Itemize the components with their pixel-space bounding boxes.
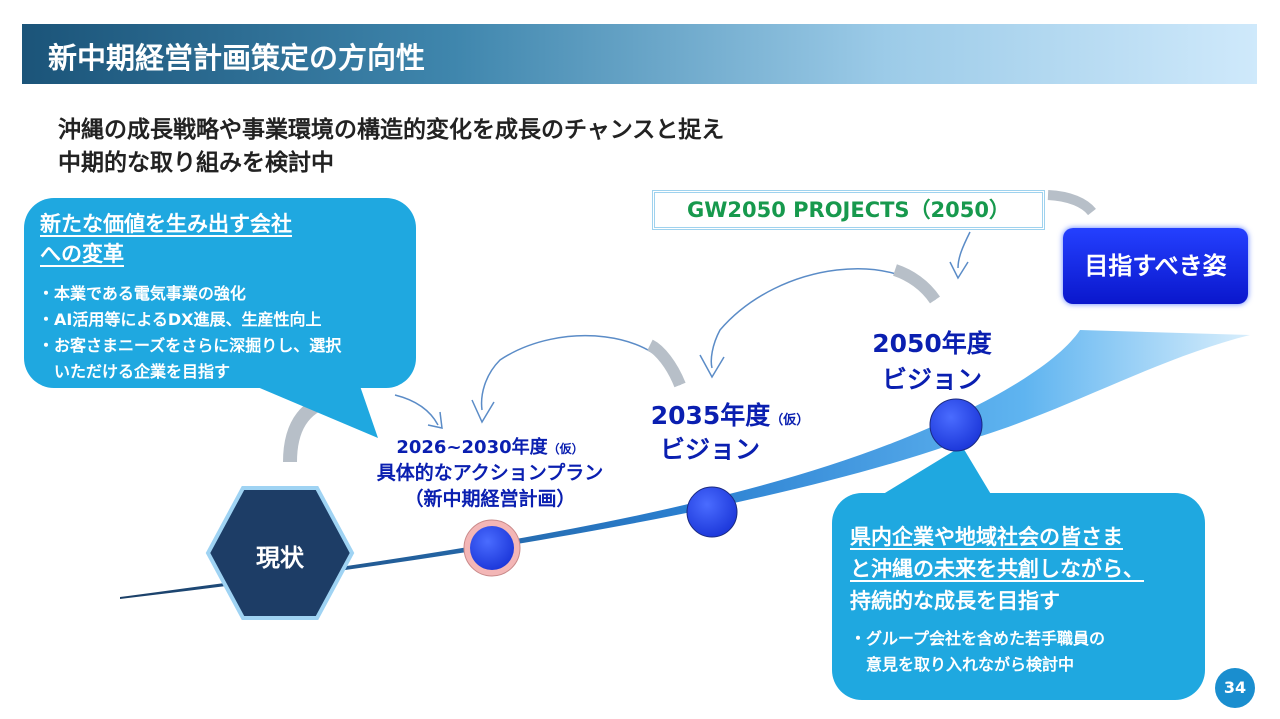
right-bubble-tail xyxy=(880,446,992,496)
plan-label-line3: （新中期経営計画） xyxy=(404,488,576,510)
v2035-label-line1: 2035年度（仮） xyxy=(620,396,840,432)
right-callout-bubble: 県内企業や地域社会の皆さま と沖縄の未来を共創しながら、 持続的な成長を目指す … xyxy=(832,493,1205,700)
left-bullet-4: いただける企業を目指す xyxy=(38,362,231,381)
current-state-hexagon xyxy=(205,486,355,620)
subtitle-line-1: 沖縄の成長戦略や事業環境の構造的変化を成長のチャンスと捉え xyxy=(58,117,725,143)
current-state-label: 現状 xyxy=(256,544,304,572)
plan-note: （仮） xyxy=(547,442,584,456)
page-title: 新中期経営計画策定の方向性 xyxy=(48,41,426,75)
goal-box: 目指すべき姿 xyxy=(1063,228,1248,304)
curved-arrow-icon xyxy=(1047,190,1096,216)
right-bullet-1: ・グループ会社を含めた若手職員の xyxy=(850,629,1106,648)
right-headline-1: 県内企業や地域社会の皆さま xyxy=(850,525,1123,549)
left-bullet-1: ・本業である電気事業の強化 xyxy=(38,284,246,303)
right-headline-3: 持続的な成長を目指す xyxy=(850,589,1060,613)
page-number: 34 xyxy=(1215,668,1255,708)
curved-arrow-icon xyxy=(892,264,940,304)
left-headline-2: への変革 xyxy=(40,242,124,266)
title-bar: 新中期経営計画策定の方向性 xyxy=(22,24,1257,84)
v2050-label-line2: ビジョン xyxy=(881,365,982,394)
plan-label-line1: 2026~2030年度（仮） xyxy=(340,433,640,459)
left-bullet-3: ・お客さまニーズをさらに深掘りし、選択 xyxy=(38,336,342,355)
plan-label-line2: 具体的なアクションプラン xyxy=(376,462,604,484)
left-callout-bubble: 新たな価値を生み出す会社 への変革 ・本業である電気事業の強化 ・AI活用等によ… xyxy=(24,198,416,388)
left-headline-1: 新たな価値を生み出す会社 xyxy=(40,212,292,236)
milestone-dot-2050 xyxy=(929,398,983,452)
milestone-dot-2035 xyxy=(686,486,738,538)
v2035-year: 2035年度 xyxy=(650,401,771,430)
curved-arrow-icon xyxy=(394,394,443,429)
v2035-note: （仮） xyxy=(770,413,810,428)
curved-arrow-icon xyxy=(949,231,971,280)
growth-curve xyxy=(120,330,1250,599)
left-bullet-2: ・AI活用等によるDX進展、生産性向上 xyxy=(38,310,322,329)
v2050-label-line1: 2050年度 xyxy=(872,329,992,358)
left-bubble-tail xyxy=(255,386,378,438)
curved-arrow-icon xyxy=(646,339,686,388)
milestone-dot-plan-inner xyxy=(470,526,514,570)
gw2050-projects-box: GW2050 PROJECTS（2050） xyxy=(652,190,1045,230)
right-headline-2: と沖縄の未来を共創しながら、 xyxy=(850,557,1144,581)
subtitle-line-2: 中期的な取り組みを検討中 xyxy=(58,150,334,176)
right-bullet-2: 意見を取り入れながら検討中 xyxy=(850,655,1075,674)
v2035-label-line2: ビジョン xyxy=(659,435,760,464)
plan-years: 2026~2030年度 xyxy=(396,437,548,458)
